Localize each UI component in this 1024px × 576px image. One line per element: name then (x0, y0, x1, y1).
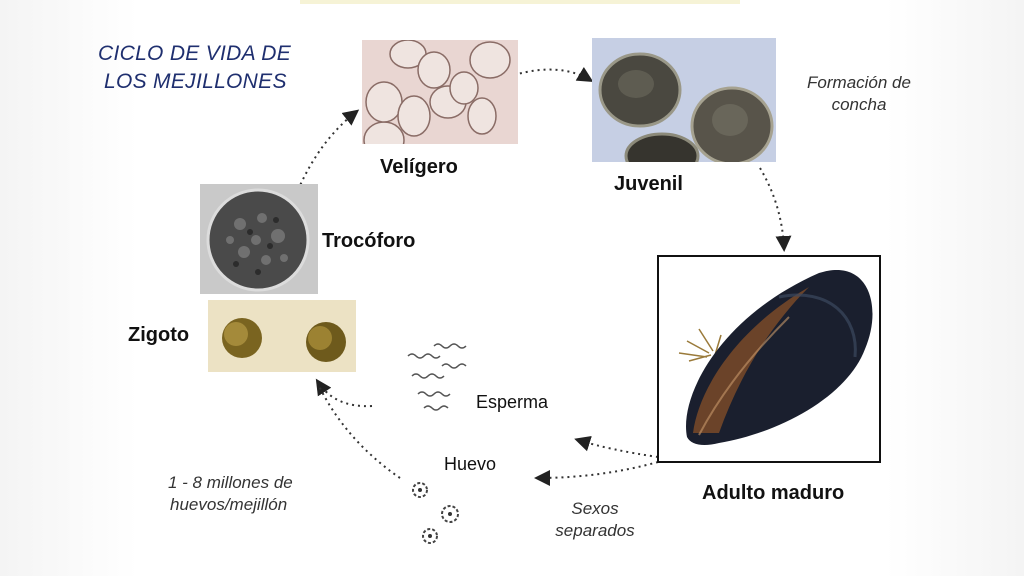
label-adulto: Adulto maduro (702, 482, 845, 504)
arrow-trocoforo-to-veligero (297, 109, 360, 191)
arrow-juvenil-to-adulto (759, 167, 792, 252)
arrow-adulto-to-esperma (574, 435, 659, 458)
note-sexos-line-2: separados (555, 521, 635, 540)
label-veligero: Velígero (380, 156, 458, 178)
note-millones-line-2: huevos/mejillón (170, 495, 288, 514)
label-esperma: Esperma (476, 392, 549, 412)
note-millones-line-1: 1 - 8 millones de (168, 473, 293, 492)
egg-illustration (412, 482, 459, 544)
top-accent-bar (300, 0, 740, 4)
note-formacion-line-1: Formación de (807, 73, 911, 92)
title-line-1: CICLO DE VIDA DE (98, 42, 292, 65)
arrow-esperma-to-zigoto (315, 378, 373, 408)
left-edge-shade (0, 0, 138, 576)
label-trocoforo: Trocóforo (322, 230, 416, 252)
title-line-2: LOS MEJILLONES (104, 70, 287, 93)
label-juvenil: Juvenil (614, 173, 683, 195)
right-edge-shade (886, 0, 1024, 576)
zigoto-photo (208, 300, 356, 372)
label-zigoto: Zigoto (128, 324, 190, 346)
adulto-photo (657, 255, 881, 463)
trocoforo-photo (200, 184, 318, 294)
note-formacion-line-2: concha (831, 95, 887, 114)
label-huevo: Huevo (444, 454, 497, 474)
veligero-photo (362, 40, 518, 144)
arrow-veligero-to-juvenil (513, 66, 594, 83)
note-formacion: Formación de concha (786, 72, 932, 116)
diagram-title: CICLO DE VIDA DE LOS MEJILLONES (98, 40, 318, 96)
note-sexos-line-1: Sexos (571, 499, 619, 518)
note-sexos: Sexos separados (540, 498, 650, 542)
sperm-illustration (407, 343, 467, 411)
juvenil-photo (592, 38, 776, 162)
arrow-adulto-to-huevo (534, 461, 659, 486)
arrow-huevo-to-zigoto (317, 383, 401, 479)
note-millones: 1 - 8 millones de huevos/mejillón (168, 472, 358, 516)
